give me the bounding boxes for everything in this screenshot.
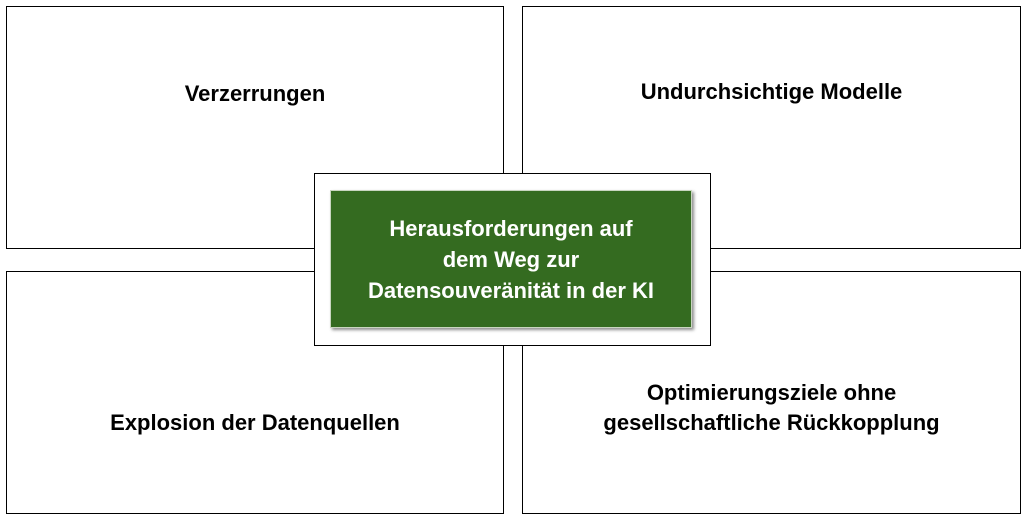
quadrant-bottom-right-label: Optimierungsziele ohne gesellschaftliche… <box>523 378 1020 438</box>
center-title: Herausforderungen auf dem Weg zur Datens… <box>368 213 654 306</box>
center-box: Herausforderungen auf dem Weg zur Datens… <box>330 190 692 328</box>
quadrant-bottom-left-label: Explosion der Datenquellen <box>110 410 400 435</box>
quadrant-top-left-label: Verzerrungen <box>184 81 326 106</box>
center-title-line-2: dem Weg zur <box>442 246 580 272</box>
quadrant-bottom-right-line-1: Optimierungsziele ohne <box>646 380 897 405</box>
quadrant-bottom-right-line-2: gesellschaftliche Rückkopplung <box>603 410 940 435</box>
center-title-line-3: Datensouveränität in der KI <box>367 277 655 303</box>
quadrant-top-left: Verzerrungen <box>6 6 504 249</box>
quadrant-top-right-label: Undurchsichtige Modelle <box>640 79 903 104</box>
quadrant-bottom-right: Optimierungsziele ohne gesellschaftliche… <box>522 271 1021 514</box>
center-title-line-1: Herausforderungen auf <box>389 215 633 241</box>
quadrant-top-right: Undurchsichtige Modelle <box>522 6 1021 249</box>
